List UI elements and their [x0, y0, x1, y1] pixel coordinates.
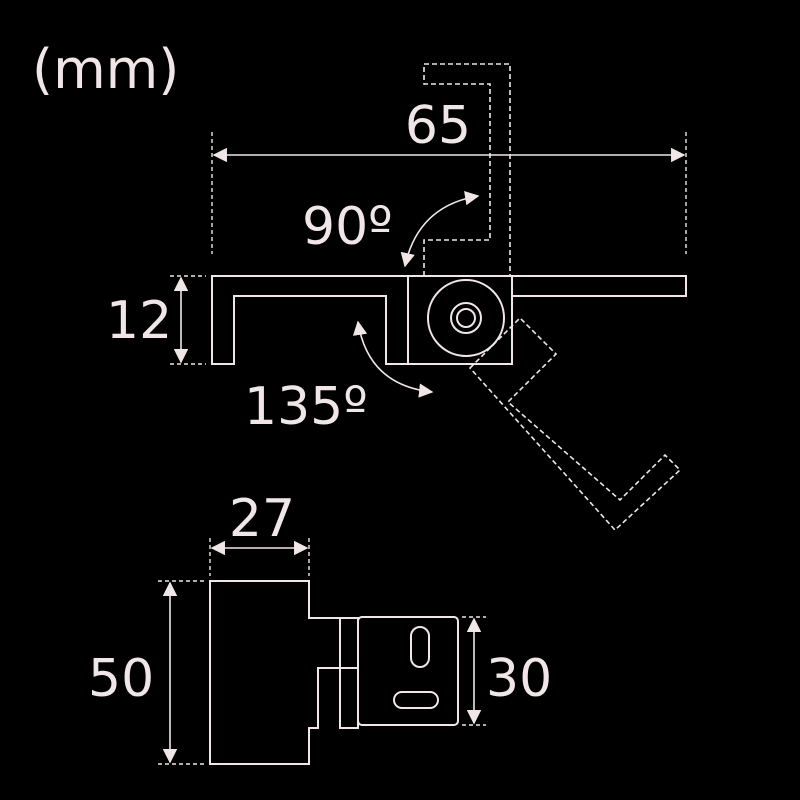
dim-12-label: 12	[106, 291, 172, 351]
hinge-knob-outer	[427, 279, 505, 357]
side-connector	[339, 617, 359, 729]
dim-27-label: 27	[229, 489, 295, 549]
hinge-housing	[407, 275, 513, 365]
mounting-plate	[357, 616, 459, 726]
angle-135-label: 135º	[244, 377, 368, 437]
angle-90-arc	[400, 191, 480, 268]
side-view: 27 50 30	[88, 489, 552, 765]
plate-slot-vertical	[410, 626, 430, 668]
unit-label: (mm)	[32, 38, 179, 101]
hinge-knob-inner	[456, 308, 476, 328]
dim-65-label: 65	[405, 96, 471, 156]
plate-slot-horizontal	[393, 691, 439, 709]
angle-90-label: 90º	[302, 197, 393, 257]
arm-0-outline	[211, 275, 687, 365]
dim-30-label: 30	[486, 649, 552, 709]
dim-50-label: 50	[88, 649, 154, 709]
angle-135-arc	[352, 320, 434, 398]
hinge-knob-mid	[450, 302, 482, 334]
arm-135-outline	[468, 316, 682, 532]
top-view: 65 12 90º 135º	[106, 63, 687, 532]
side-main-block	[209, 580, 341, 765]
